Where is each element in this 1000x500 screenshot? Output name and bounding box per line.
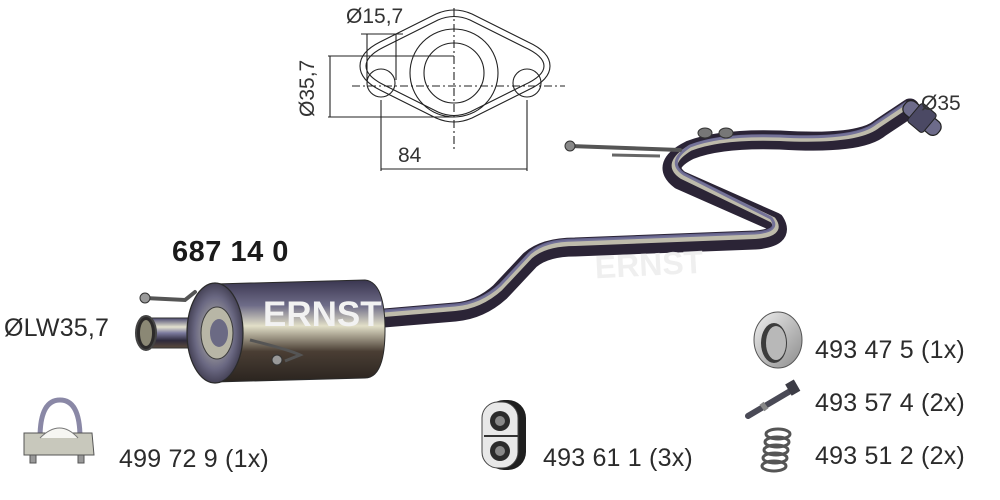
flange-drawing	[328, 8, 565, 171]
accessory-label-seal-ring: 493 47 5 (1x)	[815, 336, 965, 364]
bolt-icon	[745, 379, 801, 419]
rubber-hanger-icon	[481, 400, 526, 470]
part-number: 687 14 0	[172, 236, 289, 268]
seal-ring-icon	[753, 311, 803, 369]
spring-icon	[760, 427, 792, 473]
hole-diameter-label: Ø15,7	[346, 5, 404, 28]
accessory-label-spring: 493 51 2 (2x)	[815, 442, 965, 470]
accessory-label-bolt: 493 57 4 (2x)	[815, 389, 965, 417]
outlet-flange	[902, 99, 942, 137]
brand-logo-pipe: ERNST	[594, 244, 705, 286]
bore-diameter-label: Ø35,7	[296, 59, 319, 117]
accessory-label-rubber-hanger: 493 61 1 (3x)	[543, 444, 693, 472]
accessory-label-clamp: 499 72 9 (1x)	[119, 445, 269, 473]
hole-spacing-label: 84	[398, 144, 422, 167]
clamp-icon	[23, 397, 95, 464]
outlet-diameter-label: Ø35	[921, 92, 961, 115]
exhaust-pipe: ERNST	[350, 98, 942, 330]
brand-logo-muffler: ERNST	[263, 295, 382, 334]
muffler: ERNST	[135, 279, 386, 384]
inlet-diameter-label: ØLW35,7	[4, 314, 110, 342]
